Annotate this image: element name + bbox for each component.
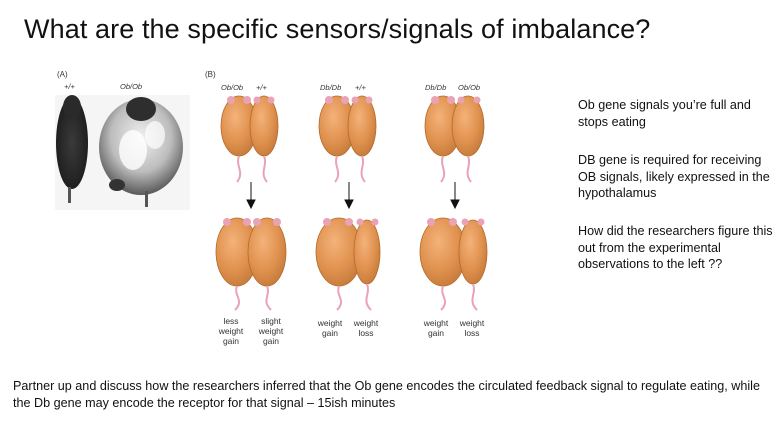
panel-a-right-header: Ob/Ob	[120, 82, 143, 91]
pair-3-left-caption: weight gain	[423, 318, 449, 338]
obese-mouse-image	[99, 97, 183, 207]
pair-2-left-header: Db/Db	[320, 83, 342, 92]
pair-2-left-caption: weight gain	[317, 318, 343, 338]
down-arrow-icon	[246, 182, 460, 210]
pair-2-before	[318, 95, 377, 183]
slide-title: What are the specific sensors/signals of…	[24, 14, 651, 44]
note-db-gene: DB gene is required for receiving OB sig…	[578, 153, 770, 200]
panel-a-left-header: +/+	[64, 82, 75, 91]
pair-3-after	[419, 217, 488, 311]
pair-1-right-header: +/+	[256, 83, 267, 92]
pair-3-right-header: Ob/Ob	[458, 83, 481, 92]
pair-3-right-caption: weight loss	[459, 318, 485, 338]
pair-3-left-header: Db/Db	[425, 83, 447, 92]
pair-1-left-caption: less weight gain	[218, 316, 244, 346]
pair-1-right-caption: slight weight gain	[258, 316, 284, 346]
pair-1-before	[220, 95, 279, 183]
panel-b-label: (B)	[205, 70, 216, 79]
parabiosis-diagram	[215, 95, 488, 311]
note-question: How did the researchers figure this out …	[578, 224, 773, 271]
pair-1-after	[215, 217, 287, 311]
wild-type-mouse-image	[56, 95, 88, 203]
note-ob-gene: Ob gene signals you’re full and stops ea…	[578, 98, 751, 129]
pair-1-left-header: Ob/Ob	[221, 83, 244, 92]
panel-a-label: (A)	[57, 70, 68, 79]
pair-2-right-caption: weight loss	[353, 318, 379, 338]
panel-a-mouse-photo	[55, 95, 190, 210]
pair-2-right-header: +/+	[355, 83, 366, 92]
pair-2-after	[315, 217, 381, 311]
discussion-prompt: Partner up and discuss how the researche…	[13, 379, 760, 410]
pair-3-before	[424, 95, 485, 183]
